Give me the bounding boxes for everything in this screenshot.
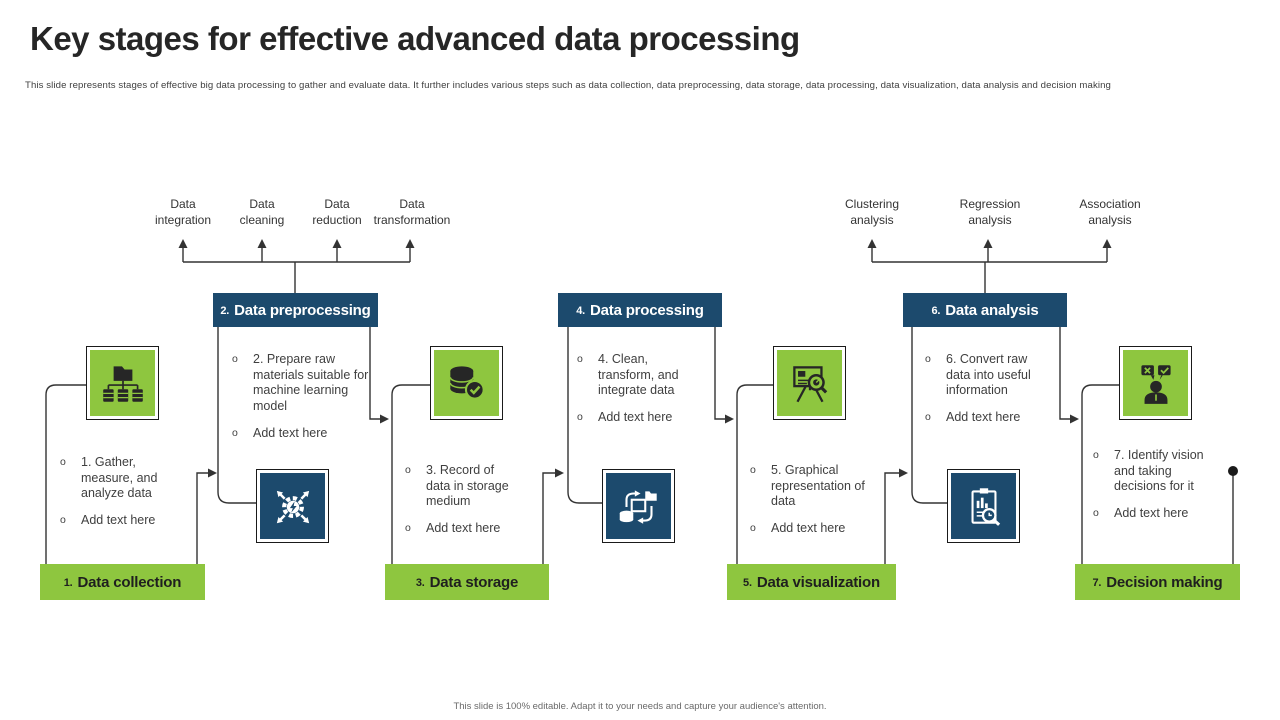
slide-footer-note: This slide is 100% editable. Adapt it to… [453,701,827,712]
stage-notes-decision-making: o 7. Identify vision and taking decision… [1093,448,1209,533]
data-sync-icon [619,490,657,524]
branch-label-clustering-analysis: Clustering analysis [844,197,900,227]
page-title: Key stages for effective advanced data p… [30,20,800,57]
stage-label-decision-making: 7. Decision making [1075,564,1240,600]
bullet-marker: o [750,464,756,476]
stage-icon-box-data-processing [602,469,675,543]
stage-label-data-collection: 1. Data collection [40,564,205,600]
bullet-marker: o [1093,506,1099,519]
branch-label-data-cleaning: Data cleaning [239,197,285,227]
bullet-item: o 4. Clean, transform, and integrate dat… [577,352,679,398]
branch-label-data-transformation: Data transformation [373,197,451,227]
database-check-icon [449,366,485,400]
stage-header-data-analysis: 6. Data analysis [903,293,1067,327]
bullet-item: o Add text here [1093,505,1189,520]
stage-label-data-storage: 3. Data storage [385,564,549,600]
bullet-marker: o [577,353,583,365]
stage-icon-box-data-analysis [947,469,1020,543]
stage-label-data-visualization: 5. Data visualization [727,564,896,600]
slide-subtitle: This slide represents stages of effectiv… [25,80,1111,91]
data-collection-icon [102,366,143,402]
bullet-marker: o [1093,449,1099,461]
bullet-marker: o [60,456,66,468]
bullet-item: o Add text here [750,520,846,535]
bullet-marker: o [60,513,66,526]
report-magnifier-icon [971,488,1000,526]
gear-arrows-icon [276,490,309,524]
bullet-marker: o [232,426,238,439]
branch-label-data-integration: Data integration [154,197,212,227]
bullet-item: o 6. Convert raw data into useful inform… [925,352,1031,398]
bullet-item: o 7. Identify vision and taking decision… [1093,448,1204,494]
stage-notes-data-visualization: o 5. Graphical representation of data o … [750,463,876,548]
stage-notes-data-collection: o 1. Gather, measure, and analyze data o… [60,455,186,540]
bullet-item: o Add text here [577,409,673,424]
stage-icon-box-data-storage [430,346,503,420]
bullet-marker: o [925,410,931,423]
stage-notes-data-analysis: o 6. Convert raw data into useful inform… [925,352,1051,437]
branch-label-regression-analysis: Regression analysis [959,197,1021,227]
stage-notes-data-storage: o 3. Record of data in storage medium o … [405,463,531,548]
bullet-marker: o [405,521,411,534]
bullet-item: o 1. Gather, measure, and analyze data [60,455,158,501]
stage-notes-data-processing: o 4. Clean, transform, and integrate dat… [577,352,703,437]
bullet-marker: o [577,410,583,423]
bullet-item: o Add text here [925,409,1021,424]
stage-notes-data-preprocessing: o 2. Prepare raw materials suitable for … [232,352,371,452]
branch-label-data-reduction: Data reduction [312,197,362,227]
bullet-item: o 5. Graphical representation of data [750,463,865,509]
bullet-item: o 3. Record of data in storage medium [405,463,509,509]
stage-header-data-preprocessing: 2. Data preprocessing [213,293,378,327]
bullet-item: o Add text here [60,512,156,527]
bullet-marker: o [750,521,756,534]
stage-icon-box-data-preprocessing [256,469,329,543]
bullet-marker: o [232,353,238,365]
bullet-marker: o [405,464,411,476]
bullet-item: o Add text here [405,520,501,535]
bullet-item: o Add text here [232,425,328,440]
decision-person-icon [1140,365,1171,404]
branch-label-association-analysis: Association analysis [1079,197,1141,227]
presentation-chart-icon [792,366,827,403]
stage-icon-box-data-visualization [773,346,846,420]
bullet-marker: o [925,353,931,365]
stage-icon-box-data-collection [86,346,159,420]
stage-icon-box-decision-making [1119,346,1192,420]
bullet-item: o 2. Prepare raw materials suitable for … [232,352,369,413]
stage-header-data-processing: 4. Data processing [558,293,722,327]
